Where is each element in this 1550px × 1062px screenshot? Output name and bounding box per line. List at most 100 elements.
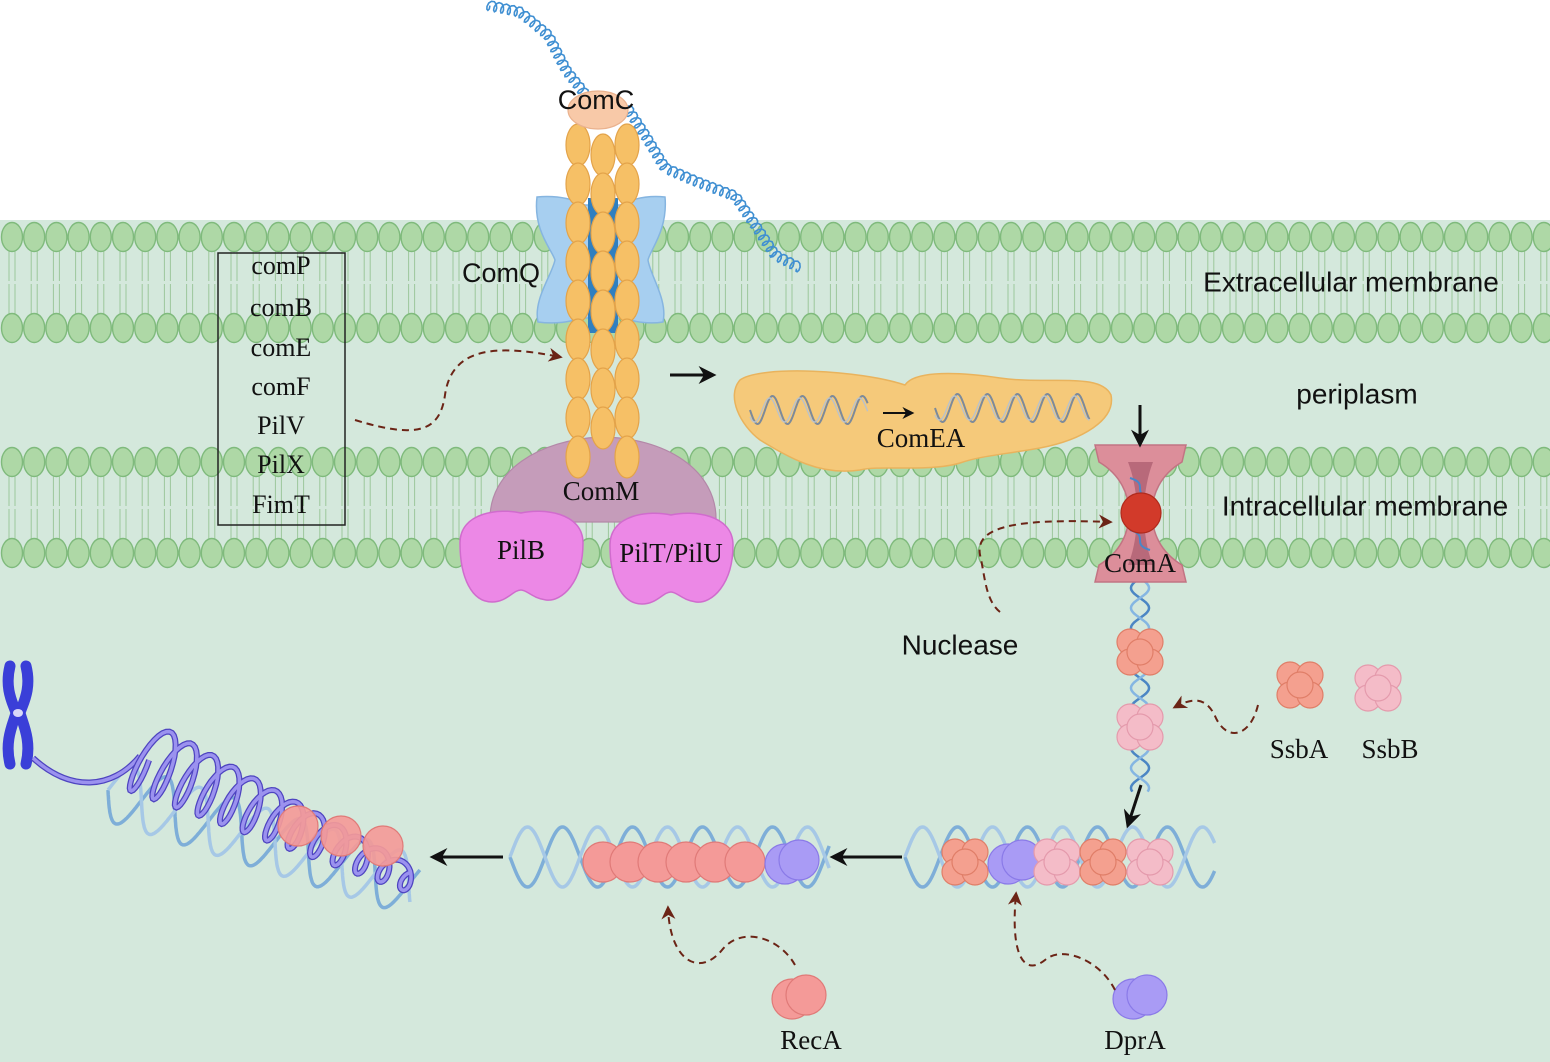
lipid-head [1132,312,1156,344]
comea-bound-dna [749,392,1091,426]
reca-monomer [724,841,766,883]
lipid-head [844,312,867,344]
lipid-head [67,446,90,478]
arrow-reca-to-filament [661,905,796,966]
lipid-head [866,312,889,344]
lipid-head [1177,312,1200,344]
lipid-head [511,221,534,253]
lipid-head [800,312,823,344]
lipid-head [111,312,135,344]
lipid-head [1510,537,1533,569]
lipid-head [888,537,912,569]
lipid-head [356,312,379,344]
pilin-subunit [565,357,591,401]
lipid-head [1221,221,1245,253]
lipid-head [1488,312,1511,344]
ssba-on-ssdna-subunit [951,848,979,876]
dpra-on-ssdna [987,839,1043,885]
lipid-head [178,221,201,253]
coil-lead [31,754,142,785]
lipid-head [133,446,157,478]
nuclease-circle [1120,492,1162,534]
lipid-head [666,221,690,253]
lipid-head [1377,221,1400,253]
pilin-subunit [590,133,616,177]
lipid-head [311,312,334,344]
chromosome [2,660,34,770]
lipid-head [333,537,357,569]
lipid-head [23,221,46,253]
pilin-subunit [565,123,591,167]
lipid-head [45,446,68,478]
lipid-head [23,446,46,478]
lipid-head [1510,446,1533,478]
lipid-head [400,221,423,253]
lipid-head [911,537,934,569]
lipid-head [888,312,912,344]
ssbb-on-ssdna-subunit [1043,848,1071,876]
lipid-head [45,312,68,344]
ssdna-strand [1129,576,1151,793]
pilin-subunit [565,240,591,284]
lipid-head [200,221,224,253]
lipid-head [866,221,889,253]
lipid-head [1332,312,1356,344]
lipid-head [844,221,867,253]
lipid-head [200,312,224,344]
recruitment-arrows [354,347,1259,991]
lipid-head [1465,446,1489,478]
arrow-genes-to-pilus [354,347,563,432]
flow-arrows [429,366,1149,866]
lipid-head [1443,537,1467,569]
lipid-tails [8,249,1548,541]
lipid-head [1266,446,1289,478]
lipid-head [23,537,46,569]
lipid-head [356,537,379,569]
lipid-head [289,312,312,344]
lipid-head [1510,221,1533,253]
lipid-head [1266,312,1289,344]
lipid-head [1310,221,1334,253]
pilin-subunit [565,435,591,479]
lipid-head [955,312,978,344]
dpra-icon [1112,974,1168,1020]
label-pilb: PilB [497,535,545,565]
lipid-head [156,312,179,344]
comea-dna-strand [749,397,869,423]
pilin-subunit [590,328,616,372]
lipid-head [1310,446,1334,478]
lipid-head [89,312,113,344]
ssbb-tetramer [1116,703,1164,751]
comea-dna-strand [934,392,1091,424]
lipid-head [422,312,445,344]
lipid-head [822,312,845,344]
gene-label: PilX [257,450,305,479]
comea-dna-strand [934,395,1090,421]
lipid-head [1354,446,1378,478]
lipid-head [733,446,756,478]
lipid-head [1421,312,1445,344]
lipid-head [1021,537,1045,569]
reca-icon-subunit [785,974,827,1016]
lipid-head [178,537,201,569]
lipid-head [267,537,290,569]
lipid-head [1066,312,1089,344]
lipid-head [1044,312,1067,344]
lipid-head [822,221,845,253]
lipid-head [1066,537,1089,569]
lipid-head [999,312,1023,344]
pilin-subunit [590,367,616,411]
lipid-head [666,312,690,344]
lipid-head [89,446,113,478]
lipid-head [67,312,90,344]
lipid-head [289,221,312,253]
lipid-head [844,537,867,569]
lipid-head [356,446,379,478]
lipid-head [1399,446,1422,478]
pilin-subunit [614,279,640,323]
lipid-head [777,537,801,569]
lipid-head [733,312,756,344]
pilin-subunit [614,123,640,167]
lipid-head [200,537,224,569]
pilin-subunit [614,396,640,440]
